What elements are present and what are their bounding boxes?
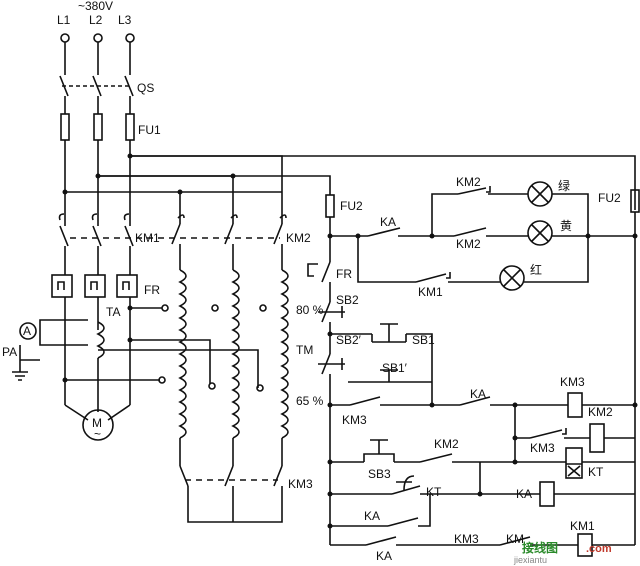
main-phase-wires (64, 140, 131, 220)
ka-hold2-label: KA (376, 549, 392, 563)
control-supply-l3 (130, 155, 636, 210)
km3-bot-label: KM3 (454, 532, 479, 546)
ground-symbol (12, 371, 28, 381)
motor-label: M (92, 416, 102, 430)
lamp-red (499, 265, 525, 291)
phase-l2-label: L2 (89, 13, 103, 27)
km1-bot-label: KM1 (570, 519, 595, 533)
ammeter-symbol: A (23, 324, 31, 338)
watermark-site: 接线图 (522, 540, 558, 555)
km2-nc-green (457, 186, 491, 195)
lamp-yellow-label: 黄 (560, 219, 572, 233)
sb1-label: SB1 (412, 333, 435, 347)
km3-main-label: KM3 (288, 477, 313, 491)
autotransformer-tm (178, 244, 289, 466)
tap-bus-l3 (130, 155, 283, 224)
km2-main-contacts (171, 223, 283, 245)
km2-kt-label: KM2 (434, 437, 459, 451)
motor-sub: ~ (94, 427, 101, 441)
ka-nc-contact (459, 396, 491, 406)
ta-transformer (96, 321, 105, 359)
ka-lamp-label: KA (380, 215, 396, 229)
km3-star-contacts (179, 465, 283, 487)
phase-l1-label: L1 (57, 13, 71, 27)
km3-coil (567, 392, 583, 418)
ka-coil (539, 481, 555, 507)
tap-bus-l2 (98, 175, 234, 224)
kt-contact-label: KT (426, 485, 442, 499)
sb1p-button (372, 369, 406, 383)
sb2p-label: SB2′ (336, 333, 362, 347)
phase-l3-label: L3 (118, 13, 132, 27)
sb2-label: SB2 (336, 293, 359, 307)
km2-no-yellow (453, 227, 487, 237)
sb2p-button (318, 353, 345, 375)
ka-km3-label: KA (470, 387, 486, 401)
fu1-fuse-l3 (125, 113, 135, 141)
km3-nc-label: KM3 (530, 441, 555, 455)
watermark-url: jiexiantu (513, 555, 547, 565)
kt-contact (391, 475, 421, 495)
km2-coil-label: KM2 (588, 405, 613, 419)
tap80-label: 80 % (296, 303, 324, 317)
km2-main-label: KM2 (286, 231, 311, 245)
supply-voltage: ~380V (78, 0, 113, 13)
km3-coil-label: KM3 (560, 375, 585, 389)
star-point-wire (187, 486, 283, 523)
motor-m (82, 409, 114, 441)
fr-nc-contact (307, 261, 331, 283)
km1-red-label: KM1 (418, 285, 443, 299)
watermark-domain: .com (586, 543, 612, 555)
km-bot-mid-label: KM (506, 532, 524, 546)
sb2-button (318, 301, 345, 323)
fu1-fuse-l1 (60, 113, 70, 141)
pa-label: PA (2, 345, 17, 359)
tm-label: TM (296, 343, 313, 357)
ka-coil-label: KA (516, 487, 532, 501)
fr-thermal-relay (51, 274, 138, 298)
supply-wires (64, 42, 131, 75)
sb3-label: SB3 (368, 467, 391, 481)
qs-label: QS (137, 81, 154, 95)
km3-nc-interlock (529, 428, 567, 439)
lamp-red-label: 红 (530, 262, 542, 277)
km3-hold-label: KM3 (342, 413, 367, 427)
ka-hold-contact-1 (387, 517, 419, 527)
kt-coil (565, 447, 583, 479)
terminal-l1 (60, 33, 70, 43)
km2-kt-contact (419, 453, 453, 463)
lamp-yellow (527, 220, 553, 246)
km1-nc-red (415, 272, 451, 283)
ammeter-pa (19, 322, 37, 340)
sb1-button (371, 323, 407, 343)
fu2-left-label: FU2 (340, 199, 363, 213)
km-bottom-contact (499, 536, 531, 546)
ka-hold1-label: KA (364, 509, 380, 523)
fu2-right-label: FU2 (598, 191, 621, 205)
fr-label: FR (144, 283, 160, 297)
km1-main-contacts (59, 225, 134, 247)
ka-contact-lamp (367, 227, 401, 237)
qs-out-wires (64, 96, 131, 114)
ka-hold-contact-2 (365, 536, 397, 546)
fu1-label: FU1 (138, 123, 161, 137)
km2-coil (589, 423, 605, 453)
km2-green-label: KM2 (456, 175, 481, 189)
km3-hold-contact (349, 396, 381, 406)
tap65-label: 65 % (296, 394, 324, 408)
terminal-l3 (125, 33, 135, 43)
fr-contact-label: FR (336, 267, 352, 281)
fu1-fuse-l2 (93, 113, 103, 141)
lamp-green-label: 绿 (558, 178, 570, 193)
kt-coil-label: KT (588, 465, 604, 479)
ta-label: TA (106, 305, 120, 319)
sb3-button (363, 439, 395, 462)
fu2-left-fuse (325, 194, 335, 218)
terminal-l2 (93, 33, 103, 43)
sb1p-label: SB1′ (382, 361, 408, 375)
km2-yellow-label: KM2 (456, 237, 481, 251)
